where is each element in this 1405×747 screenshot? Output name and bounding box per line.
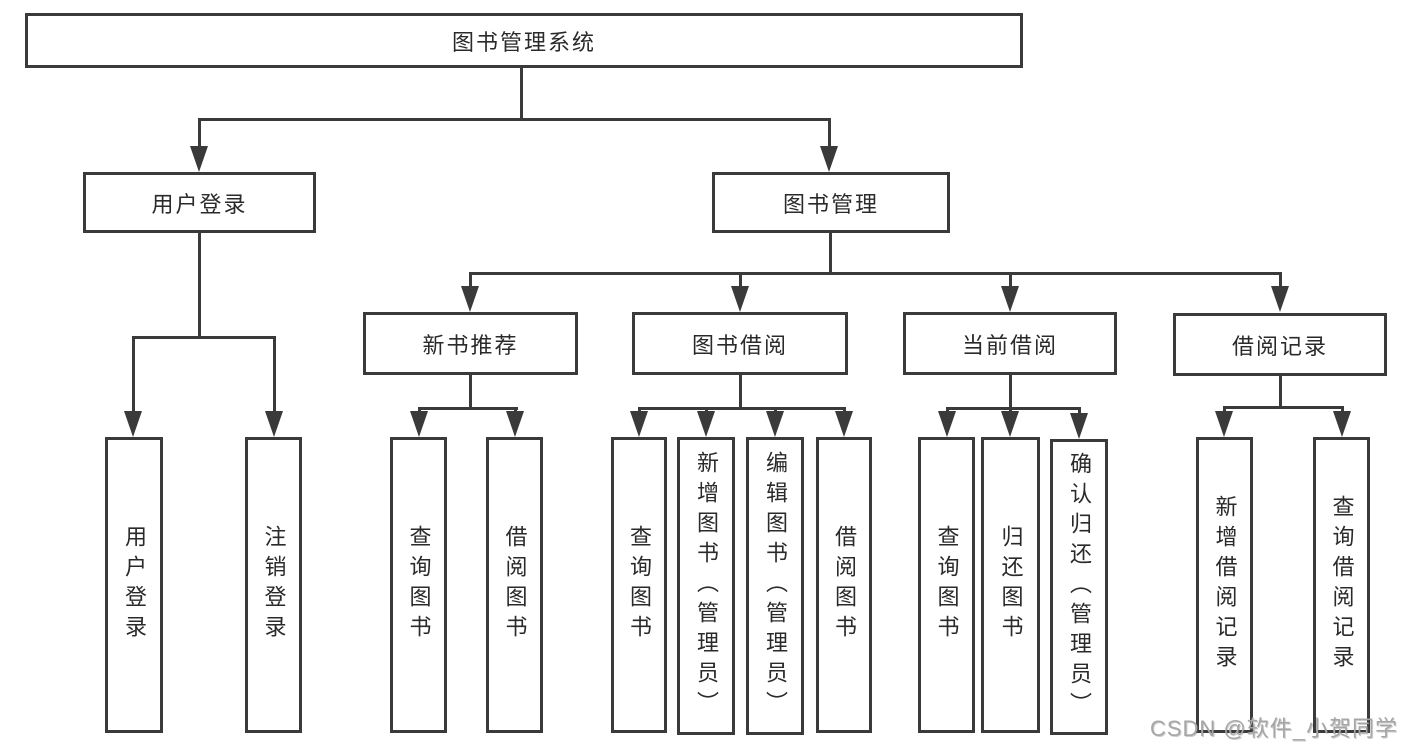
leaf-bb-edit-books-admin: 编辑图书（管理员） xyxy=(746,437,804,735)
connector-line-vertical xyxy=(469,272,472,290)
connector-line-horizontal xyxy=(638,407,846,410)
leaf-br-add-record: 新增借阅记录 xyxy=(1196,437,1253,733)
connector-line-horizontal xyxy=(470,272,1282,275)
arrow-down-icon xyxy=(835,411,853,437)
connector-line-vertical xyxy=(739,374,742,409)
connector-line-horizontal xyxy=(1223,406,1343,409)
arrow-down-icon xyxy=(1333,411,1351,437)
leaf-bb-query-books: 查询图书 xyxy=(611,437,667,733)
connector-line-vertical xyxy=(273,336,276,414)
arrow-down-icon xyxy=(410,411,428,437)
connector-line-vertical xyxy=(469,374,472,409)
connector-line-vertical xyxy=(739,272,742,290)
arrow-down-icon xyxy=(124,411,142,437)
arrow-down-icon xyxy=(1001,411,1019,437)
arrow-down-icon xyxy=(506,411,524,437)
arrow-down-icon xyxy=(766,411,784,437)
node-new-book-recommend: 新书推荐 xyxy=(363,312,578,375)
connector-line-vertical xyxy=(829,232,832,274)
node-book-management: 图书管理 xyxy=(712,172,950,233)
leaf-nb-borrow-books: 借阅图书 xyxy=(486,437,543,733)
arrow-down-icon xyxy=(938,411,956,437)
connector-line-vertical xyxy=(1009,272,1012,290)
leaf-user-login: 用户登录 xyxy=(105,437,163,733)
connector-line-horizontal xyxy=(198,118,831,121)
connector-line-vertical xyxy=(1279,272,1282,290)
leaf-logout: 注销登录 xyxy=(245,437,302,733)
leaf-bb-borrow-books: 借阅图书 xyxy=(816,437,872,733)
leaf-cb-query-books: 查询图书 xyxy=(918,437,975,733)
connector-line-vertical xyxy=(1341,406,1344,414)
node-root: 图书管理系统 xyxy=(25,13,1023,68)
connector-line-vertical xyxy=(132,336,135,414)
connector-line-horizontal xyxy=(132,336,276,339)
node-current-borrow: 当前借阅 xyxy=(903,312,1117,375)
leaf-cb-return-books: 归还图书 xyxy=(981,437,1040,733)
arrow-down-icon xyxy=(820,146,838,172)
connector-line-vertical xyxy=(1223,406,1226,414)
arrow-down-icon xyxy=(190,146,208,172)
connector-line-vertical xyxy=(198,118,201,150)
leaf-nb-query-books: 查询图书 xyxy=(390,437,447,733)
arrow-down-icon xyxy=(1271,286,1289,312)
connector-line-vertical xyxy=(1009,374,1012,409)
connector-line-vertical xyxy=(520,68,523,120)
connector-line-vertical xyxy=(1279,375,1282,408)
connector-line-horizontal xyxy=(418,407,518,410)
connector-line-horizontal xyxy=(946,407,1080,410)
arrow-down-icon xyxy=(630,411,648,437)
arrow-down-icon xyxy=(697,411,715,437)
arrow-down-icon xyxy=(1001,286,1019,312)
leaf-br-query-record: 查询借阅记录 xyxy=(1313,437,1370,733)
connector-line-vertical xyxy=(828,118,831,150)
connector-line-vertical xyxy=(1078,407,1081,415)
arrow-down-icon xyxy=(1215,411,1233,437)
arrow-down-icon xyxy=(265,411,283,437)
node-user-login: 用户登录 xyxy=(83,172,316,233)
arrow-down-icon xyxy=(461,286,479,312)
arrow-down-icon xyxy=(1070,413,1088,439)
connector-line-vertical xyxy=(198,232,201,338)
leaf-cb-confirm-return-admin: 确认归还（管理员） xyxy=(1050,439,1108,735)
node-book-borrow: 图书借阅 xyxy=(632,312,848,375)
arrow-down-icon xyxy=(731,286,749,312)
leaf-bb-add-books-admin: 新增图书（管理员） xyxy=(677,437,735,735)
watermark: CSDN @软件_小贺同学 xyxy=(1149,716,1398,741)
node-borrow-records: 借阅记录 xyxy=(1173,313,1387,376)
